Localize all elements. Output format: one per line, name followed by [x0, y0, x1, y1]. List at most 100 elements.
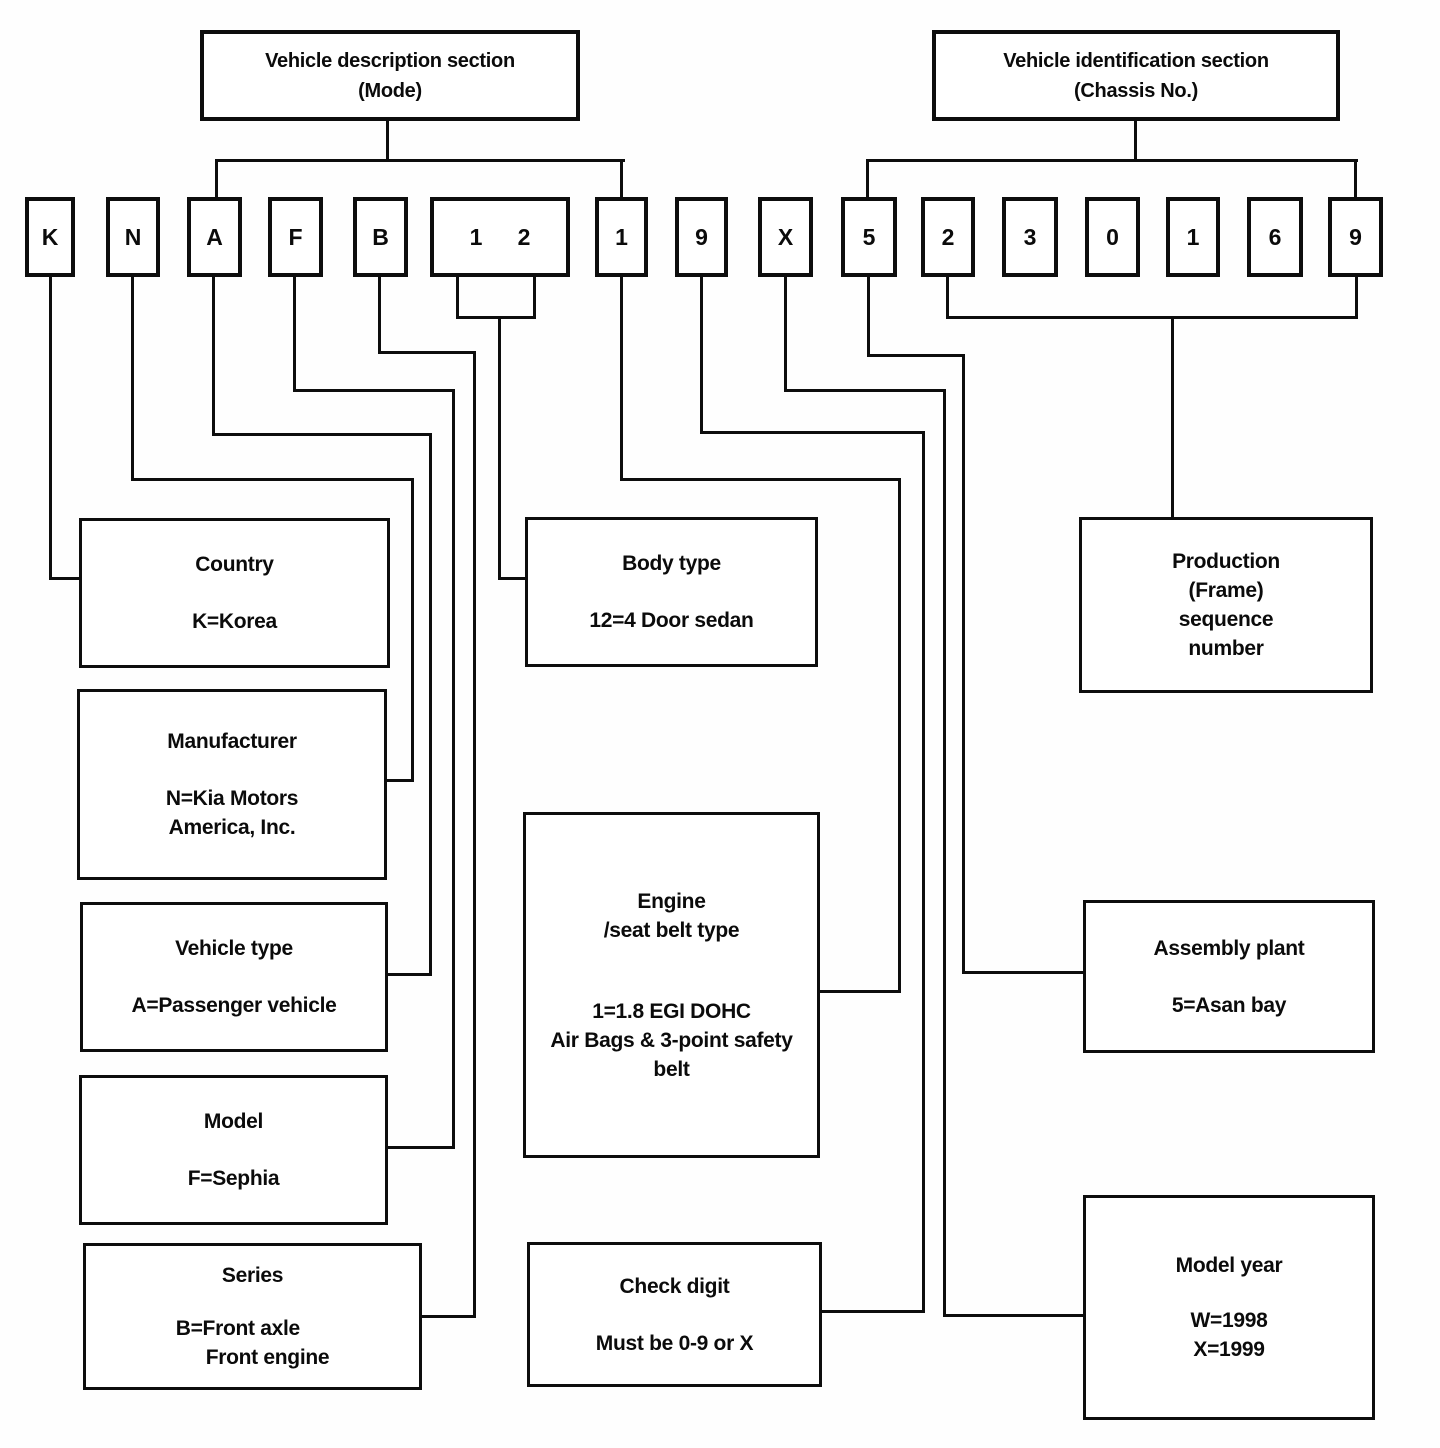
vin-char-box-15: 1 — [1166, 197, 1220, 277]
line-segment — [867, 277, 870, 357]
vin-char-9: 9 — [695, 223, 708, 250]
check-digit-value: Must be 0-9 or X — [595, 1331, 754, 1355]
production-line4: number — [1188, 637, 1264, 660]
vin-char-17: 9 — [1349, 223, 1362, 250]
section-identification-title: Vehicle identification section — [1003, 49, 1269, 72]
vin-char-4: F — [288, 223, 303, 250]
vin-char-box-16: 6 — [1247, 197, 1303, 277]
vin-char-box-4: F — [268, 197, 323, 277]
line-segment — [293, 277, 296, 392]
line-segment — [943, 389, 946, 1317]
line-segment — [700, 431, 925, 434]
production-line2: (Frame) — [1188, 579, 1264, 602]
model-title: Model — [203, 1110, 264, 1133]
assembly-plant-box: Assembly plant 5=Asan bay — [1083, 900, 1375, 1053]
line-segment — [429, 433, 432, 976]
line-segment — [962, 971, 1086, 974]
manufacturer-box: Manufacturer N=Kia Motors America, Inc. — [77, 689, 387, 880]
manufacturer-value-line1: N=Kia Motors — [165, 787, 299, 810]
series-value-line2: Front engine — [205, 1346, 330, 1369]
production-title: Production — [1172, 550, 1280, 573]
line-segment — [784, 389, 946, 392]
line-segment — [700, 277, 703, 434]
section-identification-subtitle: (Chassis No.) — [1074, 79, 1198, 102]
vin-char-box-6-7: 1 2 — [430, 197, 570, 277]
engine-value-line2: Air Bags & 3-point safety — [550, 1028, 793, 1052]
assembly-plant-title: Assembly plant — [1153, 936, 1305, 960]
line-segment — [962, 354, 965, 974]
vin-char-12: 2 — [941, 223, 955, 250]
line-segment — [533, 277, 536, 319]
vin-char-7: 2 — [517, 223, 531, 250]
line-segment — [452, 389, 455, 1149]
line-segment — [131, 478, 414, 481]
vin-char-1: K — [41, 223, 59, 250]
line-segment — [620, 159, 623, 200]
body-type-value: 12=4 Door sedan — [589, 609, 754, 632]
model-year-value-line2: X=1999 — [1193, 1338, 1265, 1361]
line-segment — [386, 119, 389, 162]
model-box: Model F=Sephia — [79, 1075, 388, 1225]
manufacturer-value-line2: America, Inc. — [168, 816, 296, 839]
line-segment — [866, 159, 869, 200]
series-box: Series B=Front axle Front engine — [83, 1243, 422, 1390]
line-segment — [1354, 159, 1357, 200]
vin-char-box-12: 2 — [921, 197, 975, 277]
line-segment — [384, 779, 414, 782]
line-segment — [946, 277, 949, 319]
check-digit-title: Check digit — [619, 1274, 730, 1298]
line-segment — [215, 159, 218, 200]
assembly-plant-value: 5=Asan bay — [1171, 993, 1287, 1017]
series-value-line1: B=Front axle — [175, 1317, 300, 1340]
line-segment — [818, 990, 901, 993]
vin-char-3: A — [206, 223, 223, 250]
engine-subtitle: /seat belt type — [603, 918, 740, 942]
vin-char-11: 5 — [862, 223, 876, 250]
vin-char-box-1: K — [25, 197, 75, 277]
vin-char-5: B — [372, 223, 389, 250]
section-description-subtitle: (Mode) — [358, 79, 422, 102]
line-segment — [620, 478, 901, 481]
line-segment — [498, 316, 501, 580]
line-segment — [943, 1314, 1086, 1317]
line-segment — [49, 277, 52, 580]
series-title: Series — [221, 1264, 284, 1287]
series-value: B=Front axle Front engine — [176, 1314, 330, 1372]
vin-char-13: 3 — [1023, 223, 1037, 250]
section-description-title: Vehicle description section — [265, 49, 515, 72]
model-value: F=Sephia — [187, 1167, 280, 1190]
vehicle-type-value: A=Passenger vehicle — [131, 994, 337, 1017]
line-segment — [784, 277, 787, 392]
vin-char-10: X — [777, 223, 794, 250]
vehicle-type-title: Vehicle type — [175, 937, 293, 960]
vin-char-box-8: 1 — [595, 197, 648, 277]
vin-char-box-14: 0 — [1085, 197, 1140, 277]
line-segment — [866, 159, 1358, 162]
line-segment — [212, 277, 215, 436]
line-segment — [378, 277, 381, 354]
line-segment — [456, 316, 536, 319]
model-year-box: Model year W=1998 X=1999 — [1083, 1195, 1375, 1420]
vin-char-box-17: 9 — [1328, 197, 1383, 277]
vin-char-box-13: 3 — [1002, 197, 1058, 277]
line-segment — [1171, 316, 1174, 520]
line-segment — [1355, 277, 1358, 319]
line-segment — [456, 277, 459, 319]
vin-char-8: 1 — [615, 223, 628, 250]
line-segment — [131, 277, 134, 481]
vin-char-box-10: X — [758, 197, 813, 277]
body-type-box: Body type 12=4 Door sedan — [525, 517, 818, 667]
vehicle-type-box: Vehicle type A=Passenger vehicle — [80, 902, 388, 1052]
engine-title-block: Engine /seat belt type — [604, 887, 740, 945]
model-year-value: W=1998 X=1999 — [1190, 1306, 1267, 1364]
body-type-title: Body type — [622, 552, 721, 575]
manufacturer-title: Manufacturer — [167, 730, 297, 753]
line-segment — [378, 351, 476, 354]
vin-char-16: 6 — [1268, 223, 1282, 250]
engine-box: Engine /seat belt type 1=1.8 EGI DOHC Ai… — [523, 812, 820, 1158]
production-line3: sequence — [1178, 608, 1274, 631]
engine-value-line1: 1=1.8 EGI DOHC — [592, 999, 751, 1023]
line-segment — [215, 159, 625, 162]
line-segment — [620, 277, 623, 481]
